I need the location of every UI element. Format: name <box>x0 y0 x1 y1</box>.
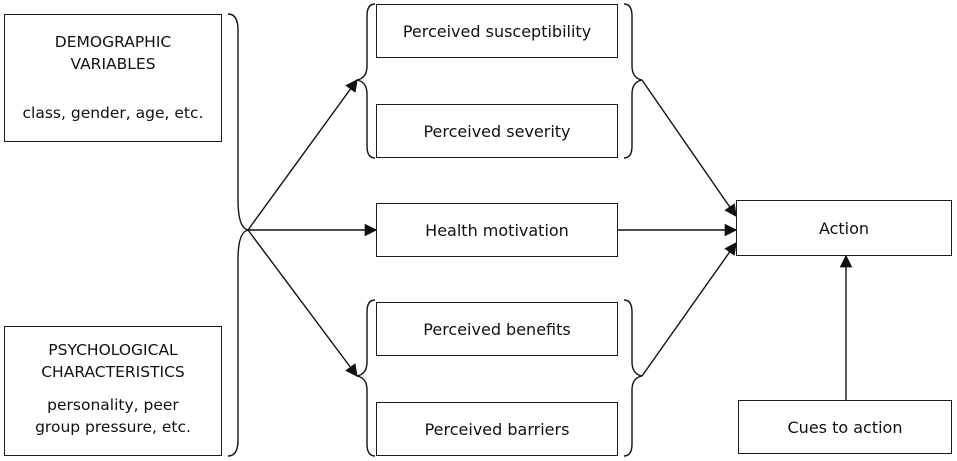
demographic-title-line2: VARIABLES <box>70 55 156 74</box>
left-brace <box>227 13 249 457</box>
upper-brace-right <box>623 3 643 159</box>
arrow-upper-to-action <box>641 79 737 218</box>
perceived-benefits-box: Perceived benefits <box>376 302 618 356</box>
perceived-barriers-box: Perceived barriers <box>376 402 618 456</box>
cues-to-action-box: Cues to action <box>738 400 952 454</box>
health-motivation-label: Health motivation <box>425 220 569 240</box>
psychological-title-line1: PSYCHOLOGICAL <box>48 341 178 359</box>
perceived-benefits-label: Perceived benefits <box>423 319 571 339</box>
psychological-title-line2: CHARACTERISTICS <box>41 363 185 382</box>
psychological-title: PSYCHOLOGICAL CHARACTERISTICS <box>41 339 185 384</box>
arrow-lower-to-action <box>641 241 737 377</box>
arrow-to-upper-group <box>247 78 358 231</box>
psychological-characteristics-box: PSYCHOLOGICAL CHARACTERISTICS personalit… <box>4 326 222 456</box>
action-label: Action <box>818 218 870 238</box>
perceived-susceptibility-label: Perceived susceptibility <box>402 21 592 41</box>
psychological-detail-line1: personality, peer <box>47 395 179 414</box>
perceived-severity-box: Perceived severity <box>376 104 618 158</box>
lower-brace-left <box>356 299 376 457</box>
perceived-barriers-label: Perceived barriers <box>424 419 570 439</box>
psychological-detail-line2: group pressure, etc. <box>35 418 191 437</box>
perceived-severity-label: Perceived severity <box>423 121 571 141</box>
cues-to-action-label: Cues to action <box>787 417 903 437</box>
upper-brace-left <box>356 3 376 159</box>
arrow-to-lower-group <box>247 229 358 378</box>
psychological-detail: personality, peer group pressure, etc. <box>35 394 191 439</box>
action-box: Action <box>736 200 952 256</box>
demographic-title-line1: DEMOGRAPHIC <box>54 33 172 51</box>
demographic-title: DEMOGRAPHIC VARIABLES <box>55 31 171 76</box>
perceived-susceptibility-box: Perceived susceptibility <box>376 4 618 58</box>
lower-brace-right <box>623 299 643 457</box>
demographic-detail: class, gender, age, etc. <box>22 103 204 122</box>
health-motivation-box: Health motivation <box>376 203 618 257</box>
demographic-variables-box: DEMOGRAPHIC VARIABLES class, gender, age… <box>4 14 222 142</box>
